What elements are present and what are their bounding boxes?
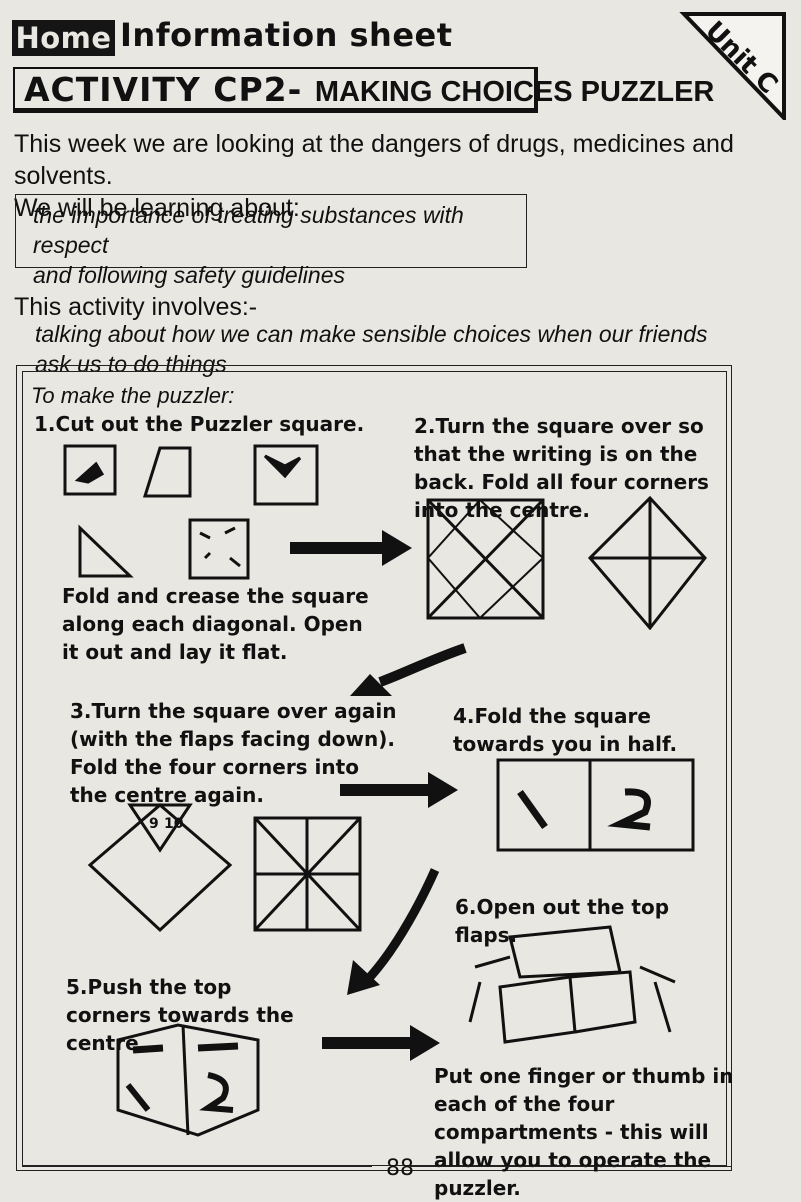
activity-title-name: MAKING CHOICES PUZZLER [314,76,715,108]
step-1-text: 1.Cut out the Puzzler square. [34,412,365,436]
step-3-text: 3.Turn the square over again (with the f… [70,699,397,807]
step-7-text: Put one finger or thumb in each of the f… [434,1064,734,1200]
step-4-text: 4.Fold the square towards you in half. [453,704,678,756]
home-badge[interactable]: Home [12,20,115,56]
instructions-inner-frame [22,371,727,1166]
instructions-panel [16,365,732,1171]
step-3-illustration: 9 10 [87,803,362,933]
footer-rule-right [410,1166,732,1167]
step-2-illustration [426,495,707,630]
arrow-right-icon-3 [322,1025,440,1061]
flap-number-9: 9 [149,816,159,832]
page-title: Information sheet [120,16,453,54]
unit-tag: Unit C [679,12,786,120]
learning-line-2: and following safety guidelines [33,262,345,288]
learning-line-1: the importance of treating substances wi… [33,202,464,258]
step-6-illustration [468,925,676,1044]
step-6-text: 6.Open out the top flaps. [455,895,670,947]
instructions-heading: To make the puzzler: [31,383,235,408]
arrow-right-icon [290,530,412,566]
activity-title-code: ACTIVITY CP2- [24,70,315,109]
involves-line-2: ask us to do things [35,351,227,377]
step-5-illustration [116,1023,260,1137]
involves-text: talking about how we can make sensible c… [35,319,735,379]
arrow-right-icon-2 [340,772,458,808]
intro-text: This week we are looking at the dangers … [14,128,794,224]
step-1-subtext: Fold and crease the square along each di… [62,584,369,664]
flap-number-10: 10 [164,816,184,832]
step-1-pieces-illustration [63,444,319,580]
involves-line-1: talking about how we can make sensible c… [35,321,708,347]
step-2-text: 2.Turn the square over so that the writi… [414,414,709,522]
arrow-down-left-icon [350,643,467,696]
intro-line-2: We will be learning about: [14,194,300,222]
learning-text: the importance of treating substances wi… [33,200,513,290]
intro-line-1: This week we are looking at the dangers … [14,130,734,190]
arrow-down-left-icon-2 [347,868,440,995]
activity-title-box [13,67,538,113]
learning-box [15,194,527,268]
footer-rule-left [22,1166,372,1167]
step-5-text: 5.Push the top corners towards the centr… [66,975,294,1055]
page-number: 88 [386,1156,414,1181]
step-4-illustration [496,758,695,852]
activity-title: ACTIVITY CP2- MAKING CHOICES PUZZLER [24,70,714,109]
involves-label: This activity involves:- [14,293,258,321]
